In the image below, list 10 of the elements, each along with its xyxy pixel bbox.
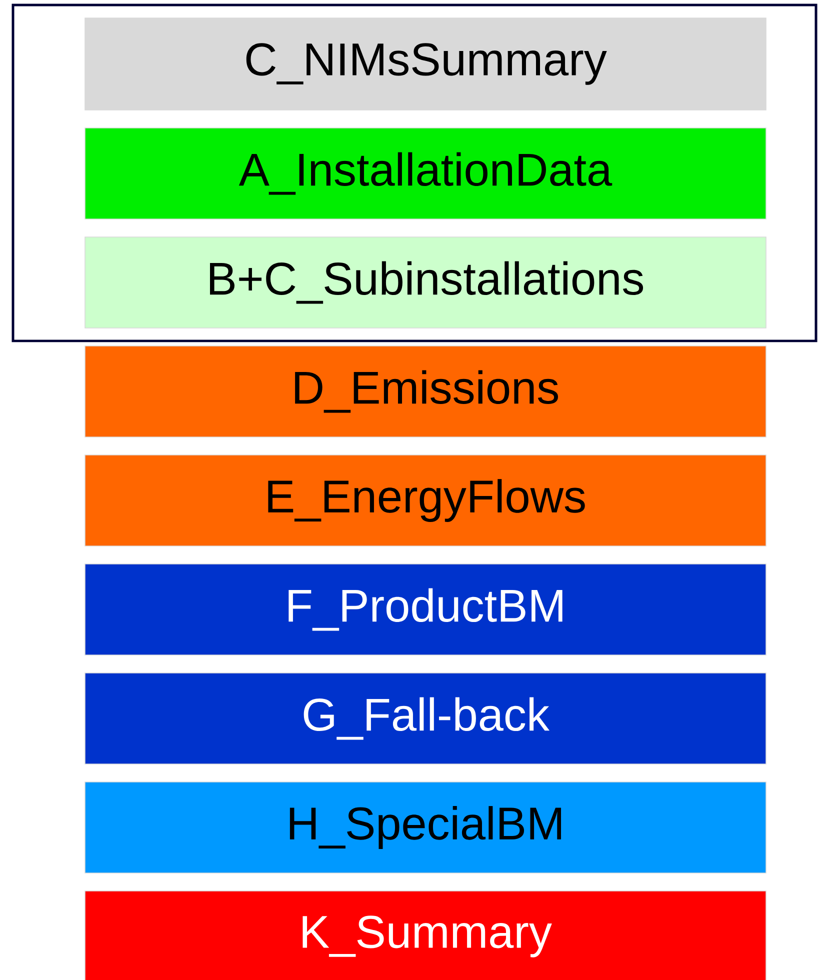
section-box: F_ProductBM xyxy=(84,564,766,656)
section-box: K_Summary xyxy=(84,890,766,980)
section-box: C_NIMsSummary xyxy=(84,18,766,110)
section-box: G_Fall-back xyxy=(84,672,766,764)
section-box: A_InstallationData xyxy=(84,128,766,220)
frame-box xyxy=(12,4,818,342)
section-box: B+C_Subinstallations xyxy=(84,236,766,328)
section-box: H_SpecialBM xyxy=(84,782,766,874)
section-box: D_Emissions xyxy=(84,346,766,438)
section-box: E_EnergyFlows xyxy=(84,454,766,546)
